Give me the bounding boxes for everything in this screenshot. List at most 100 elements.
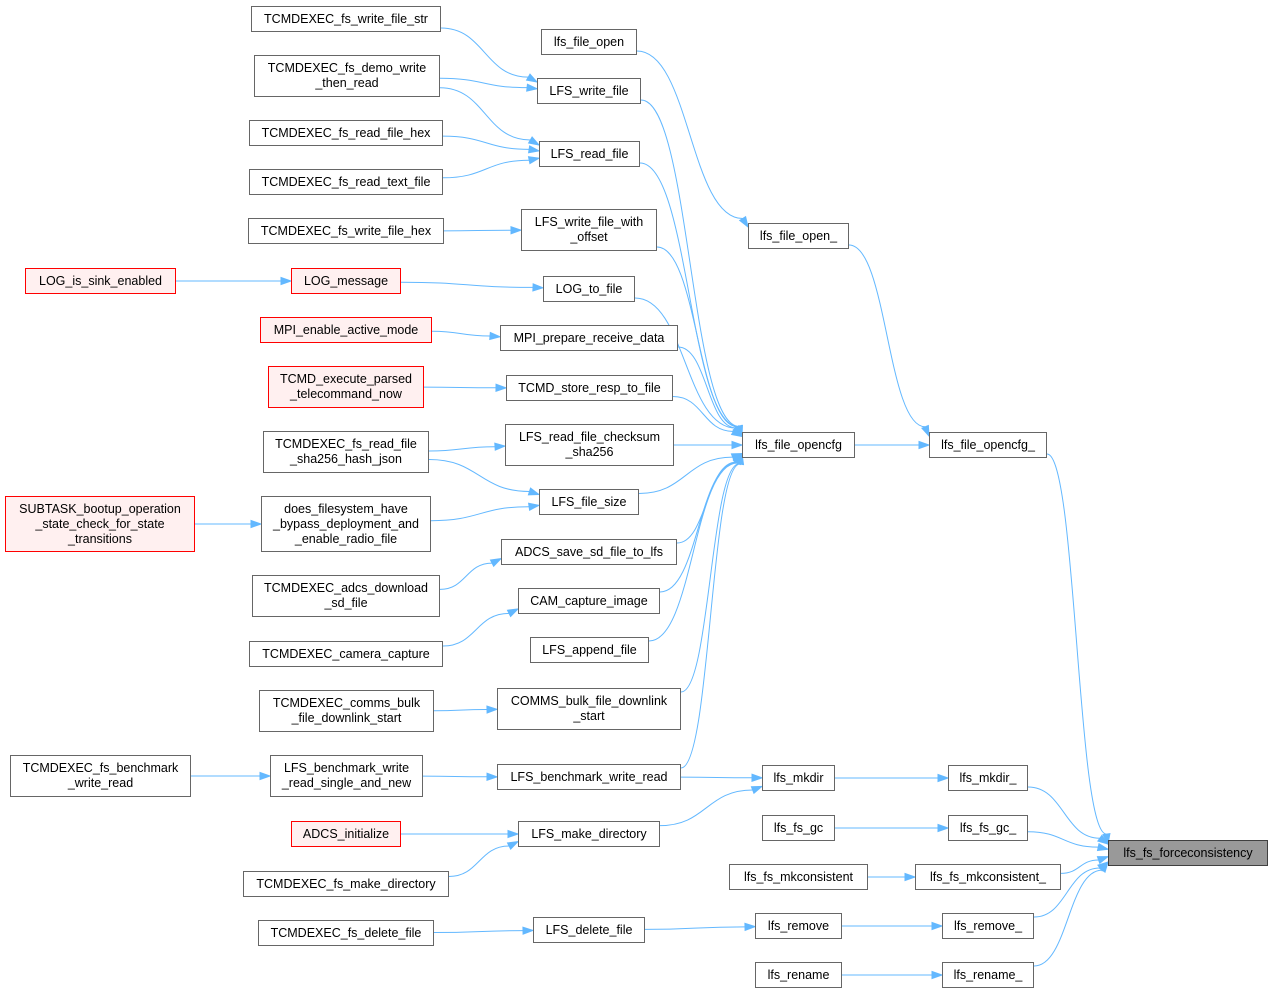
node-lfs-fs-gc[interactable]: lfs_fs_gc <box>762 815 835 841</box>
node-lfs-read-file[interactable]: LFS_read_file <box>539 141 640 167</box>
edge-lfs_mkdir_-to-lfs_fs_forceconsistency <box>1027 786 1100 839</box>
arrowhead-lfs_fs_gc_-to-lfs_fs_forceconsistency <box>1096 842 1110 852</box>
node-lfs-fs-forceconsistency: lfs_fs_forceconsistency <box>1108 840 1268 866</box>
node-adcs-save-sd-file-to-lfs[interactable]: ADCS_save_sd_file_to_lfs <box>501 539 677 565</box>
node-tcmdexec-fs-write-file-hex[interactable]: TCMDEXEC_fs_write_file_hex <box>248 218 444 244</box>
arrowhead-tcmdexec_fs_write_file_hex-to-lfs_write_file_with_offset <box>510 226 523 235</box>
node-tcmdexec-fs-read-text-file[interactable]: TCMDEXEC_fs_read_text_file <box>249 169 443 195</box>
node-tcmdexec-fs-demo-write-then-read[interactable]: TCMDEXEC_fs_demo_write _then_read <box>254 55 440 97</box>
node-lfs-append-file[interactable]: LFS_append_file <box>530 637 649 663</box>
arrowhead-lfs_rename_-to-lfs_fs_forceconsistency <box>1098 860 1109 873</box>
node-lfs-file-opencfg[interactable]: lfs_file_opencfg <box>742 432 855 458</box>
node-lfs-file-open[interactable]: lfs_file_open <box>541 29 637 55</box>
node-tcmdexec-camera-capture[interactable]: TCMDEXEC_camera_capture <box>249 641 443 667</box>
node-lfs-fs-gc-underscore[interactable]: lfs_fs_gc_ <box>948 815 1028 841</box>
arrowhead-tcmdexec_fs_demo_write_then_read-to-lfs_write_file <box>526 83 539 92</box>
arrowhead-lfs_fs_mkconsistent-to-lfs_fs_mkconsistent_ <box>904 872 917 882</box>
node-tcmdexec-fs-delete-file[interactable]: TCMDEXEC_fs_delete_file <box>258 920 434 946</box>
node-tcmdexec-adcs-download-sd-file[interactable]: TCMDEXEC_adcs_download _sd_file <box>252 575 440 617</box>
arrowhead-tcmdexec_comms_bulk_file_downlink_start-to-comms_bulk_file_downlink_start <box>486 705 499 714</box>
edge-tcmdexec_fs_read_text_file-to-lfs_read_file <box>442 159 530 179</box>
node-tcmd-execute-parsed-telecommand-now[interactable]: TCMD_execute_parsed _telecommand_now <box>268 366 424 408</box>
node-lfs-file-size[interactable]: LFS_file_size <box>539 489 639 515</box>
arrowhead-tcmd_execute_parsed_telecommand_now-to-tcmd_store_resp_to_file <box>495 383 508 392</box>
node-subtask-bootup-operation-state-check[interactable]: SUBTASK_bootup_operation _state_check_fo… <box>5 496 195 552</box>
node-lfs-fs-mkconsistent-underscore[interactable]: lfs_fs_mkconsistent_ <box>915 864 1061 890</box>
edge-tcmdexec_fs_read_file_sha256_hash_json-to-lfs_read_file_checksum_sha256 <box>428 446 496 452</box>
node-mpi-prepare-receive-data[interactable]: MPI_prepare_receive_data <box>500 325 678 351</box>
arrowhead-lfs_delete_file-to-lfs_remove <box>744 922 757 932</box>
edge-tcmdexec_fs_read_file_hex-to-lfs_read_file <box>442 135 530 150</box>
node-log-is-sink-enabled[interactable]: LOG_is_sink_enabled <box>25 268 176 294</box>
arrowhead-tcmdexec_camera_capture-to-cam_capture_image <box>506 608 520 618</box>
arrowhead-lfs_mkdir_-to-lfs_fs_forceconsistency <box>1097 834 1110 845</box>
arrowhead-tcmdexec_fs_make_directory-to-lfs_make_directory <box>506 840 520 850</box>
node-lfs-read-file-checksum-sha256[interactable]: LFS_read_file_checksum _sha256 <box>505 424 674 466</box>
arrowhead-log_is_sink_enabled-to-log_message <box>280 276 293 286</box>
node-adcs-initialize[interactable]: ADCS_initialize <box>291 821 401 847</box>
arrowhead-lfs_fs_mkconsistent_-to-lfs_fs_forceconsistency <box>1096 856 1110 865</box>
edge-tcmdexec_adcs_download_sd_file-to-adcs_save_sd_file_to_lfs <box>439 562 493 590</box>
edge-lfs_rename_-to-lfs_fs_forceconsistency <box>1033 869 1103 967</box>
node-tcmdexec-fs-benchmark-write-read[interactable]: TCMDEXEC_fs_benchmark _write_read <box>10 755 191 797</box>
node-comms-bulk-file-downlink-start[interactable]: COMMS_bulk_file_downlink _start <box>497 688 681 730</box>
node-lfs-file-opencfg-underscore[interactable]: lfs_file_opencfg_ <box>929 432 1047 458</box>
edge-tcmdexec_fs_demo_write_then_read-to-lfs_read_file <box>439 87 531 141</box>
arrowhead-lfs_mkdir-to-lfs_mkdir_ <box>937 773 950 783</box>
edge-comms_bulk_file_downlink_start-to-lfs_file_opencfg <box>680 463 740 693</box>
edge-log_to_file-to-lfs_file_opencfg <box>634 297 736 429</box>
node-does-filesystem-have-bypass[interactable]: does_filesystem_have _bypass_deployment_… <box>261 496 431 552</box>
arrowhead-tcmdexec_fs_read_file_hex-to-lfs_read_file <box>527 145 541 154</box>
node-log-to-file[interactable]: LOG_to_file <box>543 276 635 302</box>
node-tcmdexec-fs-write-file-str[interactable]: TCMDEXEC_fs_write_file_str <box>251 6 441 32</box>
node-tcmdexec-fs-make-directory[interactable]: TCMDEXEC_fs_make_directory <box>243 871 449 897</box>
node-lfs-benchmark-write-read[interactable]: LFS_benchmark_write_read <box>497 764 681 790</box>
arrowhead-log_message-to-log_to_file <box>532 283 545 292</box>
node-lfs-write-file-with-offset[interactable]: LFS_write_file_with _offset <box>521 209 657 251</box>
node-lfs-remove[interactable]: lfs_remove <box>755 913 842 939</box>
edge-lfs_file_open_-to-lfs_file_opencfg_ <box>848 244 926 428</box>
arrowhead-lfs_fs_gc-to-lfs_fs_gc_ <box>937 823 950 833</box>
arrowhead-tcmdexec_fs_demo_write_then_read-to-lfs_read_file <box>527 136 541 146</box>
node-lfs-rename[interactable]: lfs_rename <box>755 962 842 988</box>
arrowhead-adcs_initialize-to-lfs_make_directory <box>507 829 520 839</box>
node-lfs-mkdir-underscore[interactable]: lfs_mkdir_ <box>948 765 1028 791</box>
node-tcmd-store-resp-to-file[interactable]: TCMD_store_resp_to_file <box>506 375 673 401</box>
arrowhead-mpi_enable_active_mode-to-mpi_prepare_receive_data <box>489 331 502 341</box>
node-lfs-write-file[interactable]: LFS_write_file <box>537 78 641 104</box>
edge-lfs_benchmark_write_read-to-lfs_file_opencfg <box>680 463 741 769</box>
edge-tcmdexec_camera_capture-to-cam_capture_image <box>442 612 510 647</box>
edge-mpi_enable_active_mode-to-mpi_prepare_receive_data <box>431 330 491 337</box>
node-lfs-mkdir[interactable]: lfs_mkdir <box>762 765 835 791</box>
node-tcmdexec-comms-bulk-file-downlink-start[interactable]: TCMDEXEC_comms_bulk _file_downlink_start <box>259 690 434 732</box>
arrowhead-lfs_file_open-to-lfs_file_open_ <box>738 215 749 229</box>
edge-tcmdexec_fs_write_file_hex-to-lfs_write_file_with_offset <box>443 229 512 232</box>
node-lfs-benchmark-write-read-single-and-new[interactable]: LFS_benchmark_write _read_single_and_new <box>270 755 423 797</box>
arrowhead-tcmdexec_fs_benchmark_write_read-to-lfs_benchmark_write_read_single_and_new <box>259 771 272 781</box>
edge-lfs_remove_-to-lfs_fs_forceconsistency <box>1033 867 1100 918</box>
node-lfs-rename-underscore[interactable]: lfs_rename_ <box>942 962 1034 988</box>
edge-lfs_delete_file-to-lfs_remove <box>644 926 746 930</box>
edge-tcmd_execute_parsed_telecommand_now-to-tcmd_store_resp_to_file <box>423 386 497 389</box>
edge-tcmdexec_fs_read_file_sha256_hash_json-to-lfs_file_size <box>428 459 530 492</box>
node-tcmdexec-fs-read-file-sha256-hash-json[interactable]: TCMDEXEC_fs_read_file _sha256_hash_json <box>263 431 429 473</box>
arrowhead-lfs_file_opencfg-to-lfs_file_opencfg_ <box>918 440 931 450</box>
edge-lfs_write_file_with_offset-to-lfs_file_opencfg <box>656 246 738 428</box>
edge-does_filesystem_have_bypass-to-lfs_file_size <box>430 506 530 522</box>
node-mpi-enable-active-mode[interactable]: MPI_enable_active_mode <box>260 317 432 343</box>
arrowhead-lfs_file_open_-to-lfs_file_opencfg_ <box>921 424 930 438</box>
node-cam-capture-image[interactable]: CAM_capture_image <box>518 588 660 614</box>
arrowhead-lfs_remove-to-lfs_remove_ <box>931 921 944 931</box>
edge-tcmd_store_resp_to_file-to-lfs_file_opencfg <box>672 396 734 432</box>
node-lfs-fs-mkconsistent[interactable]: lfs_fs_mkconsistent <box>729 864 868 890</box>
node-log-message[interactable]: LOG_message <box>291 268 401 294</box>
arrowhead-tcmdexec_fs_write_file_str-to-lfs_write_file <box>525 73 539 83</box>
node-lfs-remove-underscore[interactable]: lfs_remove_ <box>942 913 1034 939</box>
arrowhead-tcmdexec_fs_read_file_sha256_hash_json-to-lfs_file_size <box>527 487 541 496</box>
node-lfs-file-open-underscore[interactable]: lfs_file_open_ <box>748 223 849 249</box>
node-tcmdexec-fs-read-file-hex[interactable]: TCMDEXEC_fs_read_file_hex <box>249 120 443 146</box>
node-lfs-delete-file[interactable]: LFS_delete_file <box>533 917 645 943</box>
node-lfs-make-directory[interactable]: LFS_make_directory <box>518 821 660 847</box>
edge-lfs_benchmark_write_read_single_and_new-to-lfs_benchmark_write_read <box>422 775 488 778</box>
